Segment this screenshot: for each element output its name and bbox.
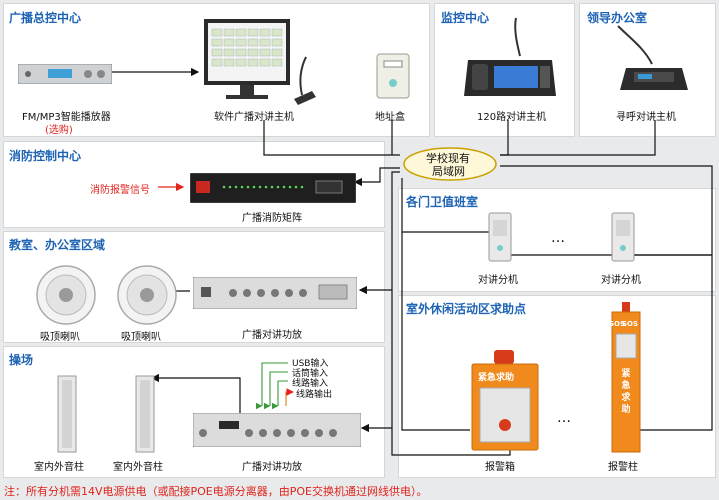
io-port-usb: USB输入 [292,359,329,369]
software-host-label: 软件广播对讲主机 [214,112,294,123]
column-speaker-1-label: 室内外音柱 [34,462,84,473]
zone-title-broadcast: 广播总控中心 [9,11,82,25]
zone-guard-panel [398,188,716,292]
address-box-label: 地址盒 [375,112,405,123]
io-port-mic: 话筒输入 [292,369,329,379]
fm-player-label: FM/MP3智能播放器 [22,112,111,123]
ceiling-speaker-1 [36,265,96,325]
guard-ellipsis: … [551,230,565,246]
zone-title-monitor: 监控中心 [441,11,490,25]
outdoor-ellipsis: … [557,410,571,426]
software-host-device [204,19,316,105]
alarm-pillar-label: 报警柱 [608,462,638,473]
ceiling-speaker-2-label: 吸顶喇叭 [121,332,161,343]
host-120-label: 120路对讲主机 [477,112,547,123]
zone-title-classroom: 教室、办公室区域 [9,238,106,252]
alarm-box-label: 报警箱 [485,462,515,473]
amp-classroom-label: 广播对讲功放 [242,330,302,341]
zone-title-playground: 操场 [9,353,34,367]
footer-note: 注：所有分机需14V电源供电（或配接POE电源分离器，由POE交换机通过网线供电… [4,485,428,498]
fm-player-note: (选购) [45,125,73,136]
alarm-pillar-sos-1: SOS [609,320,626,328]
zone-title-fire: 消防控制中心 [9,149,82,163]
fire-matrix-label: 广播消防矩阵 [242,213,302,224]
alarm-box-sign: 紧急求助 [478,373,515,383]
zone-title-leader: 领导办公室 [587,11,648,25]
fm-player-device [18,64,112,84]
extension-1-label: 对讲分机 [478,275,518,286]
amp-playground-device [193,413,361,447]
zone-title-guard: 各门卫值班室 [406,195,479,209]
network-label-1: 学校现有 [426,152,470,165]
io-port-line-in: 线路输入 [292,379,329,389]
extension-2-device [611,212,635,262]
extension-2-label: 对讲分机 [601,275,641,286]
zone-outdoor-panel [398,295,716,478]
ceiling-speaker-2 [117,265,177,325]
network-bubble [403,147,497,181]
fire-matrix-device [190,173,356,203]
zone-title-outdoor: 室外休闲活动区求助点 [406,302,527,316]
alarm-pillar-sign: 紧急求助 [621,369,631,415]
amp-playground-label: 广播对讲功放 [242,462,302,473]
column-speaker-1 [57,375,77,453]
alarm-pillar-sos-2: SOS [622,320,639,328]
paging-host-label: 寻呼对讲主机 [616,112,676,123]
alarm-pillar-device [611,302,641,453]
alarm-box-device [471,350,539,451]
amp-classroom-device [193,277,357,309]
column-speaker-2 [135,375,155,453]
fire-signal-label: 消防报警信号 [90,185,150,196]
io-port-line-out: 线路输出 [296,390,333,400]
network-label-2: 局域网 [432,165,465,178]
host-120-device [464,17,556,96]
address-box-device [376,53,410,99]
ceiling-speaker-1-label: 吸顶喇叭 [40,332,80,343]
paging-host-device [617,25,688,90]
extension-1-device [488,212,512,262]
column-speaker-2-label: 室内外音柱 [113,462,163,473]
